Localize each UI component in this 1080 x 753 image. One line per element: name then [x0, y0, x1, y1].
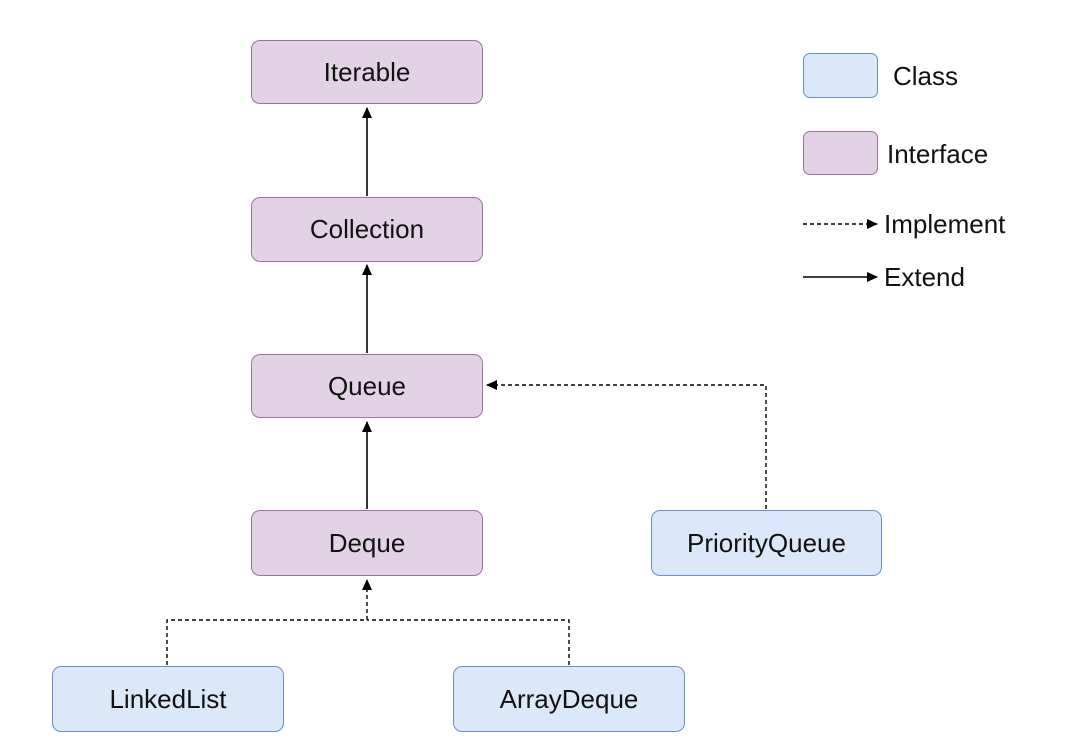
node-collection-label: Collection	[309, 214, 425, 244]
legend-implement-label: Implement	[884, 209, 1006, 239]
node-queue-label: Queue	[327, 370, 407, 401]
node-collection: Collection	[251, 197, 483, 262]
node-iterable: Iterable	[251, 40, 483, 104]
legend-extend-label: Extend	[884, 262, 965, 292]
edge-priorityqueue-implements-queue	[486, 380, 767, 509]
edge-arraydeque-implements-deque	[367, 619, 570, 665]
node-linkedlist: LinkedList	[52, 666, 284, 732]
node-deque: Deque	[251, 510, 483, 576]
node-linkedlist-label: LinkedList	[109, 683, 227, 714]
node-arraydeque-label: ArrayDeque	[499, 683, 639, 714]
legend-interface-label: Interface	[887, 139, 989, 169]
node-priorityqueue-label: PriorityQueue	[687, 527, 846, 558]
node-queue: Queue	[251, 354, 483, 418]
legend-interface-swatch	[803, 131, 878, 175]
legend-class-label: Class	[893, 61, 959, 91]
edge-linkedlist-implements-deque	[166, 619, 367, 665]
node-deque-label: Deque	[328, 527, 406, 558]
node-iterable-label: Iterable	[323, 56, 411, 87]
node-arraydeque: ArrayDeque	[453, 666, 685, 732]
legend-class-swatch	[803, 53, 878, 98]
node-priorityqueue: PriorityQueue	[651, 510, 882, 576]
